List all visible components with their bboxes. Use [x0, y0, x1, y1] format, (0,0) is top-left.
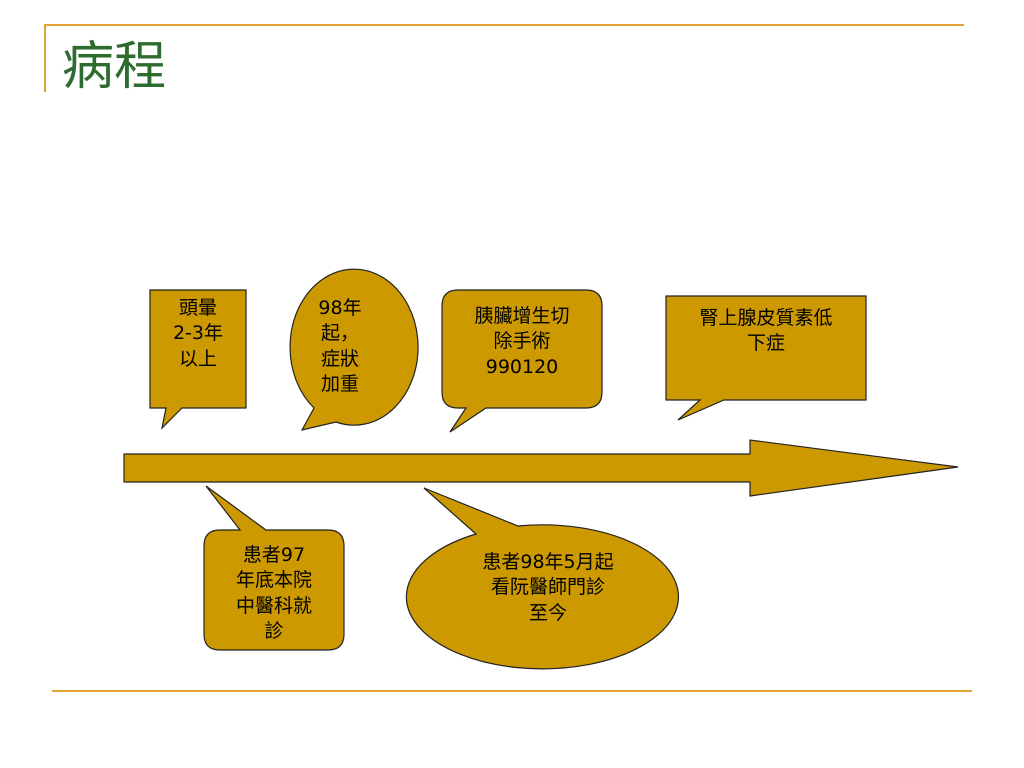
callout-dizziness — [149, 289, 247, 430]
callout-first-visit — [203, 485, 345, 651]
callout-worsened — [289, 268, 419, 431]
slide-title: 病程 — [62, 37, 167, 97]
label-outpatient: 患者98年5月起看阮醫師門診至今 — [482, 551, 614, 624]
timeline-arrow — [123, 439, 959, 497]
label-worsened: 98年起，症狀加重 — [318, 297, 362, 395]
bottom-divider — [52, 690, 972, 692]
title-accent-bar — [44, 24, 46, 92]
callout-adrenal — [665, 295, 867, 421]
label-adrenal: 腎上腺皮質素低下症 — [699, 307, 833, 355]
callout-surgery — [441, 289, 603, 433]
callout-outpatient — [405, 487, 679, 670]
top-divider — [44, 24, 964, 26]
